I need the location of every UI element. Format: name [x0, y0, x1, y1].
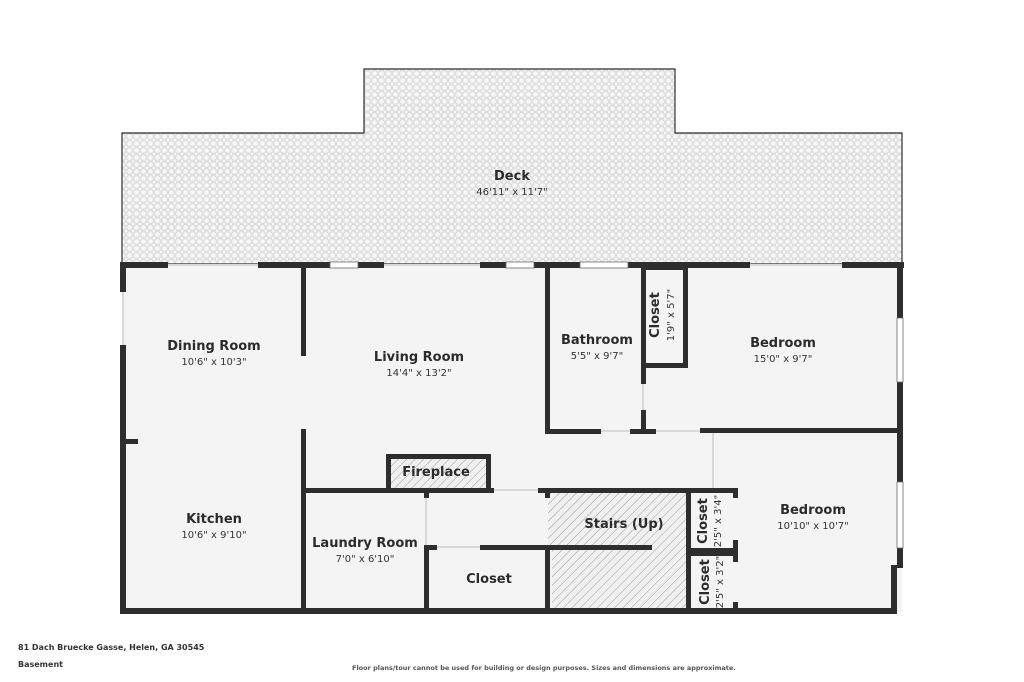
stairs-name: Stairs (Up) [584, 517, 663, 532]
bedroom-1-name: Bedroom [750, 336, 816, 351]
deck-name: Deck [494, 169, 530, 184]
disclaimer-text: Floor plans/tour cannot be used for buil… [352, 664, 736, 672]
living-room-name: Living Room [374, 350, 464, 365]
room-labels: Deck 46'11" x 11'7" Dining Room 10'6" x … [167, 169, 848, 608]
bedroom-2-name: Bedroom [780, 503, 846, 518]
closet-3-dims: 2'5" x 3'4" [713, 495, 724, 547]
stairs-hatch [548, 493, 686, 610]
closet-4-dims: 2'5" x 3'2" [715, 556, 726, 608]
closet-2-name: Closet [466, 572, 512, 587]
fireplace-hearth [389, 457, 488, 489]
walls [120, 262, 904, 614]
laundry-room-name: Laundry Room [312, 536, 418, 551]
closet-4-name: Closet [698, 559, 713, 605]
bathroom-name: Bathroom [561, 333, 633, 348]
living-room-dims: 14'4" x 13'2" [386, 368, 451, 379]
windows [329, 261, 904, 549]
laundry-room-dims: 7'0" x 6'10" [336, 554, 395, 565]
kitchen-name: Kitchen [186, 512, 242, 527]
deck-dims: 46'11" x 11'7" [476, 187, 548, 198]
bedroom-1-dims: 15'0" x 9'7" [754, 354, 813, 365]
bathroom-dims: 5'5" x 9'7" [571, 351, 623, 362]
floor-level-label: Basement [18, 660, 63, 669]
closet-3-name: Closet [696, 498, 711, 544]
dining-room-name: Dining Room [167, 339, 260, 354]
closet-1-dims: 1'9" x 5'7" [666, 289, 677, 341]
closet-1-name: Closet [648, 292, 663, 338]
dining-room-dims: 10'6" x 10'3" [181, 357, 246, 368]
interior-floor [122, 264, 902, 612]
deck-area [121, 68, 903, 265]
door-openings [122, 264, 842, 548]
property-address: 81 Dach Bruecke Gasse, Helen, GA 30545 [18, 643, 205, 652]
bedroom-2-dims: 10'10" x 10'7" [777, 521, 849, 532]
kitchen-dims: 10'6" x 9'10" [181, 530, 246, 541]
fireplace-name: Fireplace [402, 465, 470, 480]
